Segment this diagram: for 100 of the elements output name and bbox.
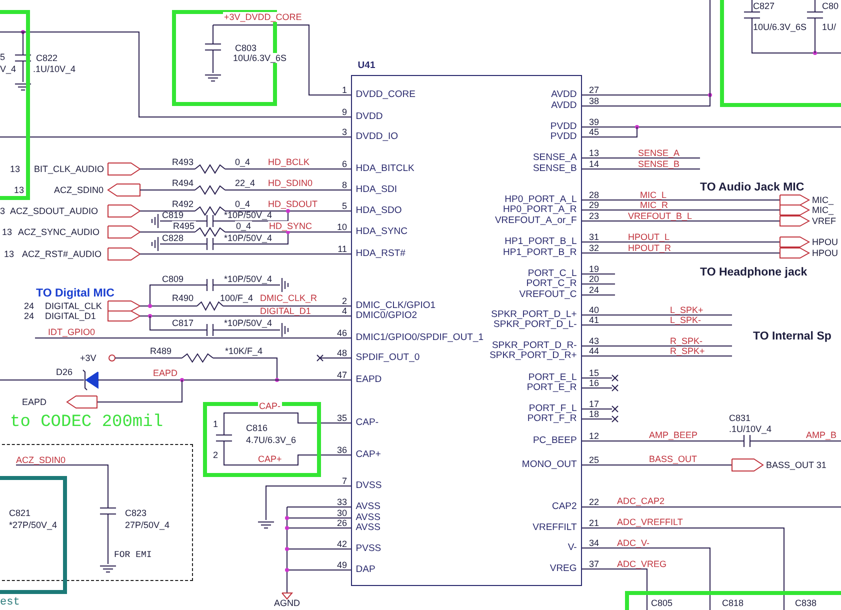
section-heading: TO Headphone jack — [700, 266, 808, 280]
pin-number: 40 — [589, 305, 600, 315]
net-label: +3V_DVDD_CORE — [223, 12, 303, 22]
sheet-reference: 13 — [2, 227, 12, 237]
port-label: DIGITAL_CLK — [45, 301, 102, 311]
component-label: 10U/6.3V_6S — [753, 22, 807, 32]
component-label: *10P/50V_4 — [224, 274, 272, 284]
pin-name: PVDD — [550, 122, 577, 132]
pin-number: 11 — [338, 244, 347, 254]
component-label: AGND — [274, 598, 300, 608]
pin-number: 5 — [342, 201, 347, 211]
pin-number: 19 — [589, 264, 600, 274]
pin-number: 35 — [336, 413, 347, 423]
component-label: C823 — [125, 508, 147, 518]
pin-name: PORT_C_R — [526, 278, 577, 289]
pin-number: 31 — [589, 232, 600, 242]
component-label: 0_4 — [235, 157, 250, 167]
component-label: EAPD — [22, 397, 47, 407]
pin-name: SENSE_A — [532, 152, 577, 163]
pin-number: 41 — [589, 315, 600, 325]
component-label: R490 — [172, 293, 194, 303]
pin-name: DMIC_CLK/GPIO1 — [356, 300, 436, 311]
pin-name: AVDD — [551, 90, 577, 100]
pin-number: 37 — [589, 559, 600, 569]
pin-name: HDA_SDI — [356, 184, 397, 195]
pin-number: 25 — [589, 455, 600, 465]
pin-number: 36 — [336, 445, 347, 455]
net-label: HD_SDOUT — [268, 199, 318, 209]
pin-name: DMIC0/GPIO2 — [356, 310, 418, 321]
section-heading: TO Internal Sp — [753, 330, 832, 344]
pin-number: 15 — [589, 368, 600, 378]
pin-name: HDA_SDO — [356, 206, 402, 216]
pin-number: 21 — [589, 518, 600, 528]
pin-number: 43 — [589, 336, 600, 346]
net-label: L_SPK- — [670, 315, 702, 325]
pin-number: 1 — [342, 85, 347, 95]
pin-name: CAP+ — [356, 450, 381, 460]
sheet-reference: 13 — [4, 249, 14, 259]
pin-name: SPKR_PORT_D_R+ — [490, 350, 577, 361]
component-label: R489 — [150, 346, 172, 356]
pin-number: 14 — [589, 159, 600, 169]
component-label: *10P/50V_4 — [224, 318, 272, 328]
component-label: 22_4 — [235, 178, 256, 188]
pin-name: SENSE_B — [532, 164, 577, 174]
pin-name: PORT_E_L — [528, 372, 577, 383]
net-label: ADC_VREG — [617, 559, 667, 569]
pin-name: PVDD — [550, 132, 577, 142]
section-heading: TO Audio Jack MIC — [700, 182, 804, 194]
pin-number: 30 — [336, 508, 347, 518]
component-label: C822 — [36, 53, 58, 63]
sheet-reference: 24 — [24, 311, 34, 321]
component-label: 1U/ — [822, 22, 836, 32]
pin-name: DVSS — [356, 480, 382, 491]
pin-number: 6 — [342, 159, 347, 169]
component-label: 5 — [0, 52, 6, 62]
pin-number: 48 — [336, 348, 347, 358]
pin-name: CAP- — [356, 418, 378, 428]
dashed-region — [0, 444, 193, 581]
pin-number: 16 — [589, 378, 600, 388]
pin-number: 34 — [589, 538, 600, 548]
component-label: .1U/10V_4 — [729, 424, 772, 434]
pin-name: DVDD_IO — [356, 132, 398, 142]
pin-number: 23 — [589, 211, 600, 221]
pin-name: VREG — [550, 564, 577, 574]
pin-name: SPKR_PORT_D_R- — [492, 340, 577, 351]
pin-number: 32 — [589, 243, 600, 253]
net-label: MIC_L — [640, 190, 667, 200]
net-label: HPOUT_L — [628, 232, 670, 242]
pin-number: 9 — [342, 107, 347, 117]
component-label: 10U/6.3V_6S — [232, 53, 288, 63]
component-label: *10P/50V_4 — [224, 210, 272, 220]
net-label: CAP- — [258, 401, 282, 411]
net-label: L_SPK+ — [670, 305, 704, 315]
net-label: HD_SDIN0 — [268, 178, 313, 188]
component-label: C803 — [235, 43, 257, 53]
port-label: HPOU — [812, 248, 838, 258]
pin-number: 33 — [336, 497, 347, 507]
pin-name: PVSS — [356, 544, 382, 554]
net-label: DIGITAL_D1 — [260, 306, 311, 316]
note-text: est — [0, 598, 20, 608]
pin-name: VREFFILT — [532, 522, 577, 533]
pin-name: DVDD_CORE — [356, 90, 416, 100]
net-label: ADC_V- — [617, 538, 650, 548]
port-label: ACZ_RST#_AUDIO — [22, 249, 102, 259]
net-label: MIC_R — [640, 200, 668, 210]
pin-number: 8 — [342, 180, 347, 190]
sheet-reference: 13 — [10, 164, 20, 174]
pin-name: HP0_PORT_A_L — [504, 194, 577, 205]
net-label: CAP+ — [258, 454, 282, 464]
routing-note: to CODEC 200mil — [10, 414, 164, 432]
net-label: AMP_BEEP — [649, 430, 698, 440]
component-label: C838 — [795, 598, 817, 608]
component-label: C827 — [753, 1, 775, 11]
pin-name: PORT_E_R — [526, 382, 577, 393]
pin-name: SPKR_PORT_D_L+ — [491, 310, 577, 320]
pin-name: VREFOUT_C — [519, 290, 577, 300]
pin-name: PORT_F_R — [527, 414, 577, 424]
component-label: C817 — [172, 318, 194, 328]
port-label: MIC_ — [812, 205, 834, 215]
pin-number: 47 — [336, 370, 347, 380]
